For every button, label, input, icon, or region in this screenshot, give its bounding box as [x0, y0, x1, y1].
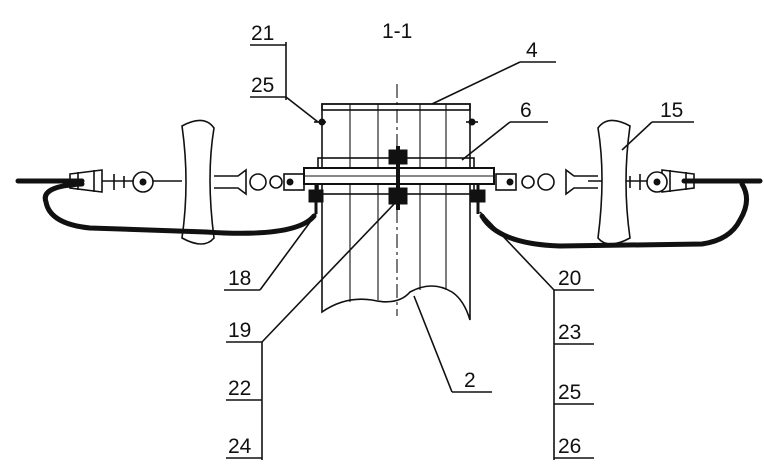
label-2: 2 [464, 369, 476, 392]
label-15: 15 [660, 99, 683, 122]
label-26: 26 [558, 435, 581, 458]
label-20: 20 [558, 267, 581, 290]
left-insulator-string [15, 119, 317, 245]
cross-arm [303, 146, 495, 214]
pole [321, 84, 471, 321]
label-21: 21 [251, 22, 274, 45]
section-label: 1-1 [382, 20, 412, 43]
label-25-bottom: 25 [558, 381, 581, 404]
top-cap [314, 103, 478, 126]
label-22: 22 [228, 377, 251, 400]
right-insulator-string [479, 119, 763, 249]
label-6: 6 [520, 99, 532, 122]
label-23: 23 [558, 321, 581, 344]
leader-lines [224, 42, 694, 460]
label-18: 18 [228, 267, 251, 290]
label-25-top: 25 [251, 74, 274, 97]
label-24: 24 [228, 435, 252, 458]
part-labels: 21 25 4 6 15 18 19 22 24 2 20 23 25 26 [228, 22, 683, 458]
label-4: 4 [526, 39, 538, 62]
label-19: 19 [228, 319, 251, 342]
